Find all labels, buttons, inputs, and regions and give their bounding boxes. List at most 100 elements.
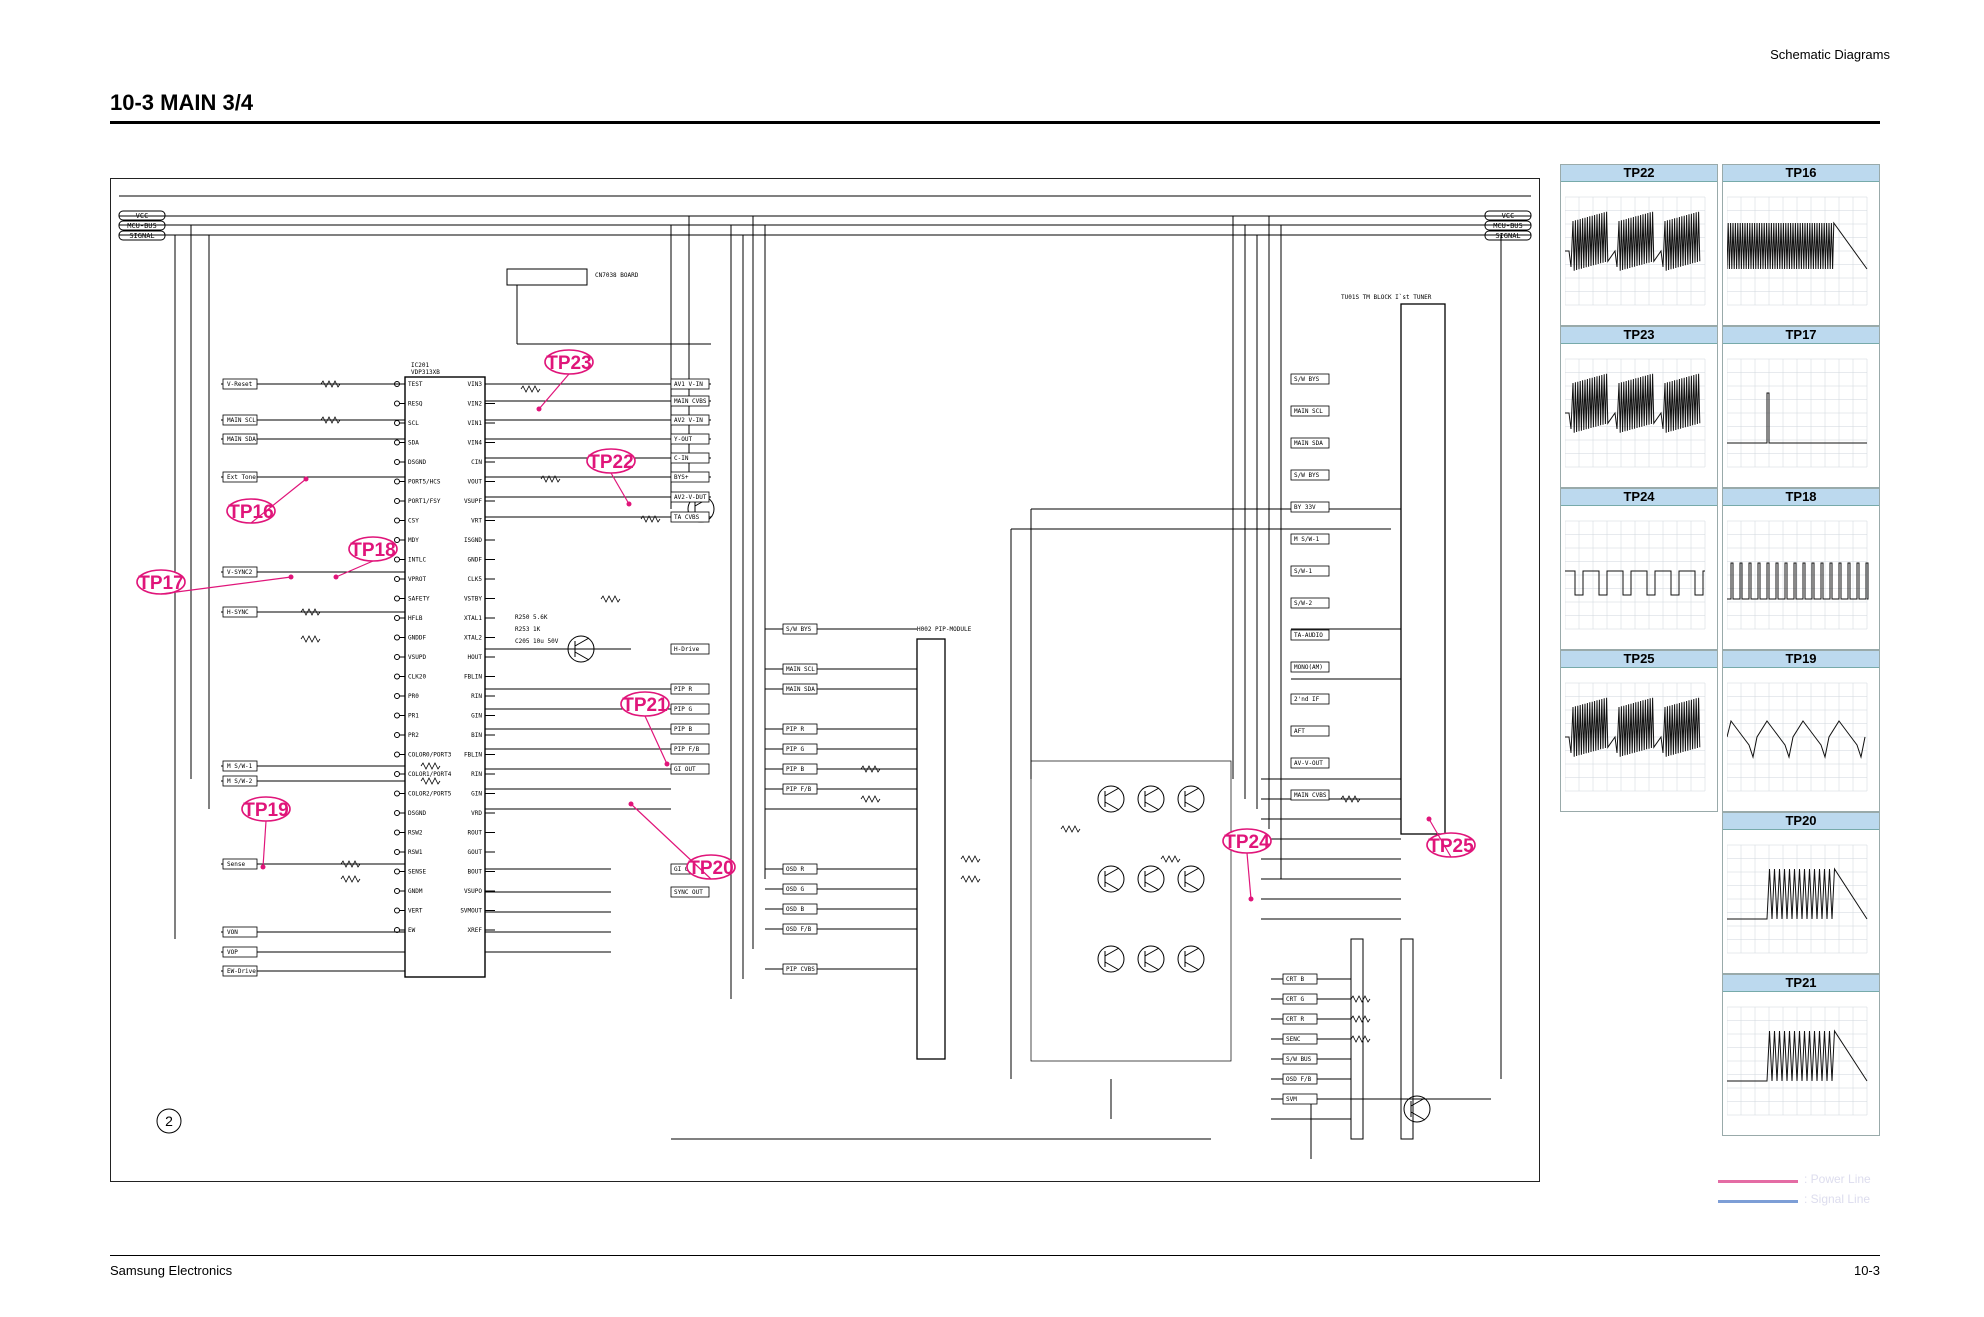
waveform-trace <box>1565 211 1701 271</box>
test-point-tip <box>536 406 542 412</box>
crt-signal-box <box>1282 993 1318 1005</box>
ic-pin-right-label: VSUPO <box>464 888 482 895</box>
waveform-trace <box>1565 570 1705 596</box>
signal-tag-box <box>670 683 710 695</box>
test-point-label: TP22 <box>588 452 633 473</box>
sheet-number-circle <box>156 1108 182 1134</box>
signal-tag-right: AV1 V-IN <box>674 381 703 388</box>
signal-line-swatch <box>1718 1200 1798 1203</box>
signal-tag-right: BYS+ <box>674 474 689 481</box>
ic-pin-left-dot <box>394 693 400 699</box>
signal-tag-right: TA CVBS <box>674 514 700 521</box>
tuner-signal-box <box>1290 757 1330 769</box>
tuner-signal-label: S/W-2 <box>1294 600 1312 607</box>
ic-pin-right-label: BOUT <box>468 869 483 876</box>
waveform-plot <box>1727 844 1868 954</box>
crt-signal-label: S/W BUS <box>1286 1056 1312 1063</box>
signal-tag-box <box>670 491 710 503</box>
tuner-label: TU01S TM BLOCK I`st TUNER <box>1341 294 1432 301</box>
waveform-cell: TP24 <box>1560 488 1718 650</box>
pip-signal-label: PIP CVBS <box>786 966 815 973</box>
test-point-tip <box>1426 816 1432 822</box>
signal-tag-right: PIP B <box>674 726 692 733</box>
transistor-collector <box>1184 947 1200 957</box>
sheet-number: 2 <box>165 1113 173 1129</box>
ic-pin-right-label: ROUT <box>468 830 483 837</box>
resistor-symbol <box>860 795 881 803</box>
signal-tag-right: AV2-V-DUT <box>674 494 707 501</box>
waveform-title: TP17 <box>1723 327 1879 344</box>
component-note: C205 10u 50V <box>515 638 559 645</box>
transistor-collector <box>574 637 590 647</box>
signal-tag-left: V-Reset <box>227 381 253 388</box>
crt-signal-box <box>1282 973 1318 985</box>
waveform-cell: TP22 <box>1560 164 1718 326</box>
waveform-title: TP16 <box>1723 165 1879 182</box>
ic-pin-right-label: VSUPF <box>464 498 482 505</box>
resistor-symbol <box>320 380 341 388</box>
pip-signal-box <box>782 783 818 795</box>
transistor-emitter <box>1144 961 1160 971</box>
transistor-symbol <box>567 635 595 663</box>
signal-tag-left: M S/W-2 <box>227 778 253 785</box>
waveform-trace <box>1727 867 1868 920</box>
resistor-symbol <box>1350 1015 1371 1023</box>
signal-tag-right: GI OUT <box>674 866 696 873</box>
resistor-symbol <box>420 777 441 785</box>
signal-tag-right: Y-OUT <box>674 436 692 443</box>
pip-signal-label: PIP G <box>786 746 804 753</box>
transistor-symbol <box>1177 865 1205 893</box>
crt-signal-label: SENC <box>1286 1036 1301 1043</box>
ic-pin-left-label: INTLC <box>408 557 426 564</box>
signal-tag-left: Ext Tone <box>227 474 256 481</box>
transistor-emitter <box>1104 801 1120 811</box>
crt-signal-label: CRT B <box>1286 976 1304 983</box>
signal-line-label: : Signal Line <box>1804 1192 1871 1206</box>
tuner-signal-label: AV-V-OUT <box>1294 760 1323 767</box>
transistor-collector <box>1144 867 1160 877</box>
signal-tag-box <box>222 414 258 426</box>
tuner-signal-box <box>1290 597 1330 609</box>
signal-tag-box <box>222 433 258 445</box>
ic-pin-left-dot <box>394 732 400 738</box>
tuner-signal-label: AFT <box>1294 728 1305 735</box>
ic-pin-right-label: VIN4 <box>468 440 483 447</box>
waveform-trace <box>1727 1029 1868 1082</box>
waveform-title: TP24 <box>1561 489 1717 506</box>
signal-tag-box <box>222 378 258 390</box>
resistor-symbol <box>340 875 361 883</box>
ic-pin-right-label: FBLIN <box>464 674 482 681</box>
ic-pin-left-label: VSUPD <box>408 654 426 661</box>
signal-tag-box <box>670 471 710 483</box>
ic-pin-left-dot <box>394 400 400 407</box>
ic-pin-left-label: RESQ <box>408 401 423 408</box>
transistor-symbol <box>1097 945 1125 973</box>
bus-label-right: SIGNAL <box>1495 232 1520 240</box>
bus-label-right: MCU-BUS <box>1493 222 1523 230</box>
crt-signal-box <box>1282 1093 1318 1105</box>
signal-tag-box <box>222 471 258 483</box>
ic-pin-left-label: COLOR2/PORT5 <box>408 791 452 798</box>
transistor-collector <box>1104 787 1120 797</box>
signal-tag-box <box>222 858 258 870</box>
transistor-emitter <box>1144 801 1160 811</box>
tuner-signal-box <box>1290 629 1330 641</box>
ic-pin-left-dot <box>394 576 400 582</box>
resistor-symbol <box>960 875 981 883</box>
resistor-symbol <box>520 385 541 393</box>
pip-signal-label: OSD F/B <box>786 926 812 933</box>
crt-signal-box <box>1282 1013 1318 1025</box>
ic-pin-left-dot <box>394 849 400 855</box>
tuner-signal-box <box>1290 725 1330 737</box>
ic-pin-right-label: BIN <box>471 732 482 739</box>
ic-pin-left-label: SAFETY <box>408 596 430 603</box>
tuner-signal-label: MONO(AM) <box>1294 664 1323 671</box>
tuner-signal-box <box>1290 437 1330 449</box>
ic-pin-left-label: GNDM <box>408 888 423 895</box>
waveform-trace <box>1727 719 1866 759</box>
ic-pin-left-dot <box>394 829 400 836</box>
test-point-tip <box>628 801 634 807</box>
footer-company: Samsung Electronics <box>110 1263 233 1278</box>
